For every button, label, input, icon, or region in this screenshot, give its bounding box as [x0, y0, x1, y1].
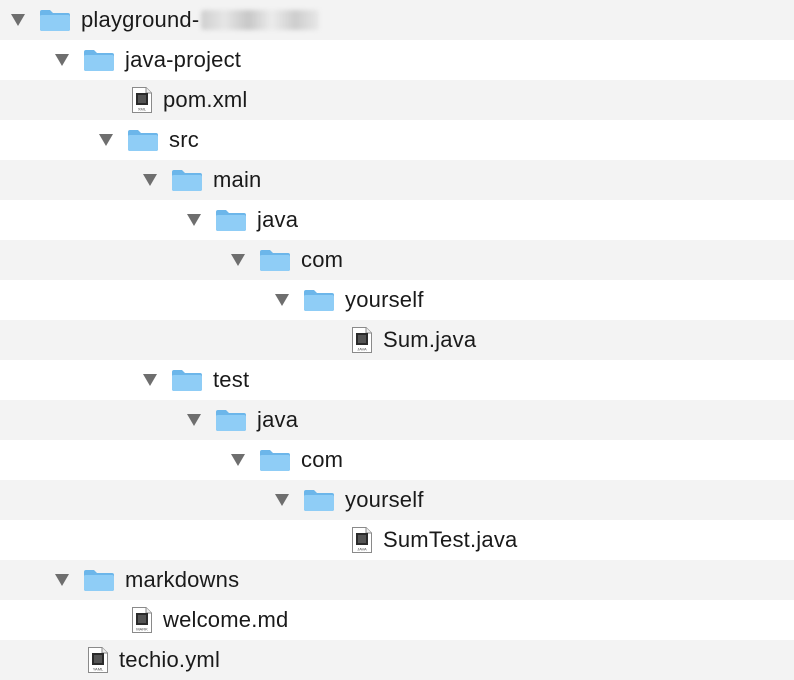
folder-name: yourself	[345, 487, 424, 512]
row-indent	[0, 380, 137, 381]
folder-name: java	[257, 407, 299, 432]
disclosure-triangle-icon[interactable]	[93, 120, 119, 160]
tree-folder-row[interactable]: java-project	[0, 40, 794, 80]
row-indent	[0, 260, 225, 261]
row-indent	[0, 420, 181, 421]
disclosure-triangle-icon[interactable]	[49, 560, 75, 600]
folder-name: java-project	[125, 47, 242, 72]
folder-icon	[215, 208, 247, 232]
row-indent	[0, 660, 49, 661]
file-name: techio.yml	[119, 647, 221, 672]
disclosure-triangle-icon[interactable]	[269, 280, 295, 320]
file-name: pom.xml	[163, 87, 248, 112]
row-indent	[0, 140, 93, 141]
folder-icon	[303, 288, 335, 312]
svg-text:XML: XML	[138, 107, 147, 112]
folder-icon	[303, 488, 335, 512]
folder-name: yourself	[345, 287, 424, 312]
row-indent	[0, 220, 181, 221]
row-indent	[0, 300, 269, 301]
disclosure-triangle-icon[interactable]	[137, 360, 163, 400]
tree-folder-row[interactable]: yourself	[0, 280, 794, 320]
row-indent	[0, 100, 93, 101]
row-indent	[0, 540, 313, 541]
folder-icon	[171, 368, 203, 392]
disclosure-triangle-icon[interactable]	[269, 480, 295, 520]
tree-folder-row[interactable]: test	[0, 360, 794, 400]
folder-icon	[127, 128, 159, 152]
tree-file-row[interactable]: YAML techio.yml	[0, 640, 794, 680]
disclosure-triangle-icon[interactable]	[225, 440, 251, 480]
disclosure-triangle-icon[interactable]	[49, 40, 75, 80]
folder-icon	[83, 48, 115, 72]
row-indent	[0, 500, 269, 501]
tree-folder-row[interactable]: com	[0, 440, 794, 480]
document-icon: XML	[131, 86, 153, 114]
folder-name: markdowns	[125, 567, 240, 592]
file-name: SumTest.java	[383, 527, 518, 552]
disclosure-triangle-icon[interactable]	[181, 400, 207, 440]
svg-text:JAVA: JAVA	[357, 547, 367, 552]
tree-file-row[interactable]: XML pom.xml	[0, 80, 794, 120]
folder-name: com	[301, 247, 344, 272]
folder-name: src	[169, 127, 199, 152]
disclosure-triangle-icon[interactable]	[181, 200, 207, 240]
tree-folder-row[interactable]: yourself	[0, 480, 794, 520]
folder-icon	[259, 248, 291, 272]
folder-icon	[83, 568, 115, 592]
tree-file-row[interactable]: JAVA SumTest.java	[0, 520, 794, 560]
tree-file-row[interactable]: JAVA Sum.java	[0, 320, 794, 360]
file-name: Sum.java	[383, 327, 477, 352]
document-icon: MARK	[131, 606, 153, 634]
row-indent	[0, 580, 49, 581]
tree-folder-row[interactable]: main	[0, 160, 794, 200]
tree-folder-row[interactable]: java	[0, 200, 794, 240]
disclosure-triangle-icon[interactable]	[5, 0, 31, 40]
tree-folder-row[interactable]: playground-	[0, 0, 794, 40]
row-indent	[0, 60, 49, 61]
row-indent	[0, 180, 137, 181]
folder-name: java	[257, 207, 299, 232]
folder-icon	[215, 408, 247, 432]
document-icon: JAVA	[351, 526, 373, 554]
folder-icon	[171, 168, 203, 192]
disclosure-triangle-icon[interactable]	[225, 240, 251, 280]
redacted-text	[201, 10, 320, 30]
folder-name: test	[213, 367, 250, 392]
svg-text:YAML: YAML	[93, 667, 104, 672]
tree-folder-row[interactable]: src	[0, 120, 794, 160]
row-indent	[0, 460, 225, 461]
folder-name: main	[213, 167, 262, 192]
folder-icon	[39, 8, 71, 32]
row-indent	[0, 620, 93, 621]
document-icon: YAML	[87, 646, 109, 674]
tree-file-row[interactable]: MARK welcome.md	[0, 600, 794, 640]
folder-name: com	[301, 447, 344, 472]
document-icon: JAVA	[351, 326, 373, 354]
tree-folder-row[interactable]: java	[0, 400, 794, 440]
folder-name: playground-	[81, 7, 200, 32]
svg-text:JAVA: JAVA	[357, 347, 367, 352]
folder-icon	[259, 448, 291, 472]
tree-folder-row[interactable]: com	[0, 240, 794, 280]
row-indent	[0, 340, 313, 341]
file-name: welcome.md	[163, 607, 289, 632]
disclosure-triangle-icon[interactable]	[137, 160, 163, 200]
tree-folder-row[interactable]: markdowns	[0, 560, 794, 600]
svg-text:MARK: MARK	[136, 627, 148, 632]
